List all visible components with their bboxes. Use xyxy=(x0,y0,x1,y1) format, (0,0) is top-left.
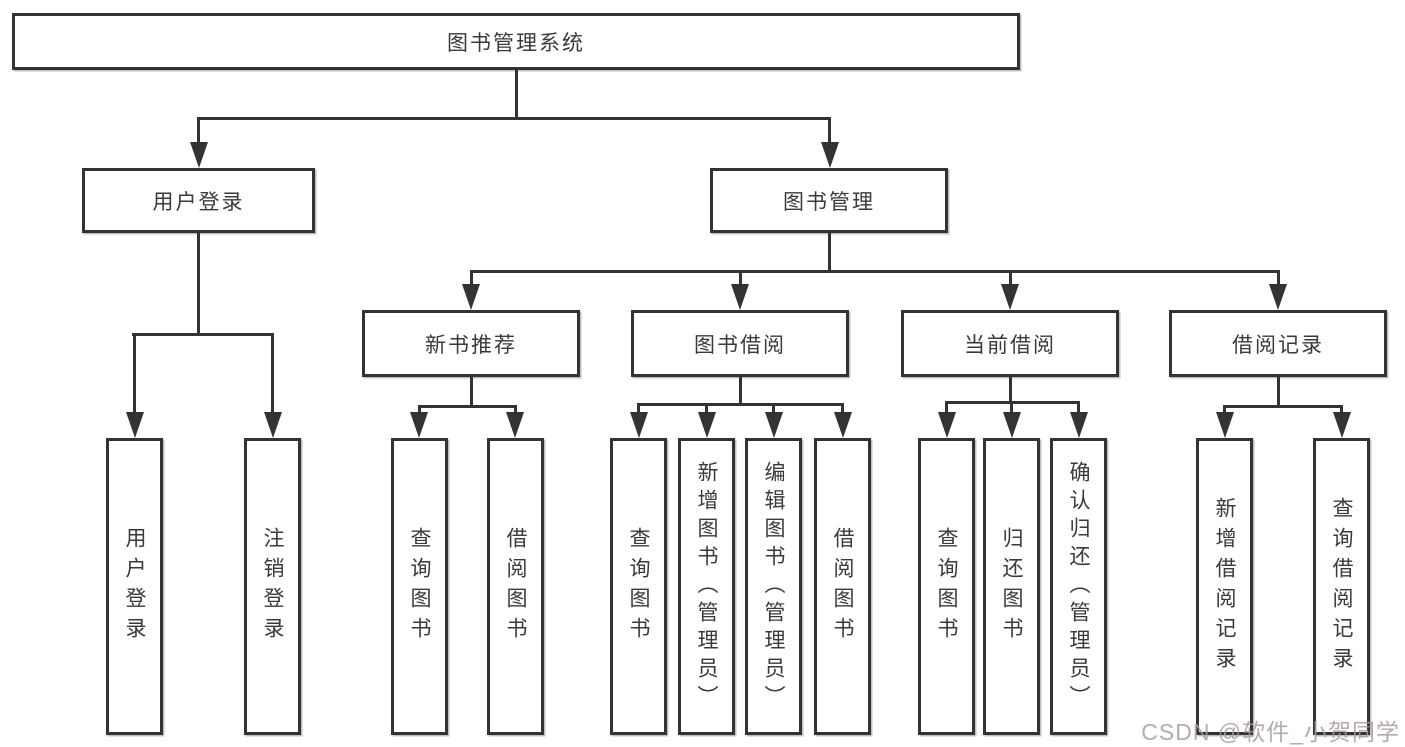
node-label: 新书推荐 xyxy=(425,333,517,357)
connector-line xyxy=(469,377,473,408)
node-label: 新增借阅记录 xyxy=(1213,496,1236,677)
connector-line xyxy=(417,405,517,408)
connector-line xyxy=(1008,377,1012,404)
arrow-down-icon xyxy=(629,412,648,438)
node-edit-books-admin: 编辑图书（管理员） xyxy=(745,438,802,735)
node-query-books-recommend: 查询图书 xyxy=(391,438,448,735)
connector-line xyxy=(1340,405,1343,415)
node-label: 当前借阅 xyxy=(964,333,1056,357)
arrow-down-icon xyxy=(125,412,144,438)
node-label: 借阅图书 xyxy=(831,526,854,647)
node-label: 借阅记录 xyxy=(1232,333,1324,357)
node-user-login-leaf: 用户登录 xyxy=(106,438,163,735)
connector-line xyxy=(841,403,844,415)
csdn-watermark: CSDN @软件_小贺同学 xyxy=(1141,719,1400,745)
arrow-down-icon xyxy=(697,412,716,438)
connector-line xyxy=(1276,377,1280,408)
node-label: 用户登录 xyxy=(123,526,146,647)
node-label: 查询图书 xyxy=(935,526,958,647)
node-add-books-admin: 新增图书（管理员） xyxy=(678,438,735,735)
arrow-down-icon xyxy=(1215,412,1234,438)
node-root-library-system: 图书管理系统 xyxy=(12,13,1020,70)
arrow-down-icon xyxy=(1332,412,1351,438)
arrow-down-icon xyxy=(1001,284,1019,310)
arrow-down-icon xyxy=(764,412,783,438)
connector-line xyxy=(828,117,831,144)
connector-line xyxy=(705,403,708,415)
arrow-down-icon xyxy=(462,284,480,310)
node-return-books: 归还图书 xyxy=(983,438,1040,735)
connector-line xyxy=(197,117,200,144)
arrow-down-icon xyxy=(820,142,839,168)
connector-line xyxy=(827,233,831,272)
connector-line xyxy=(772,403,775,415)
connector-line xyxy=(197,233,200,336)
node-book-management: 图书管理 xyxy=(710,168,948,233)
connector-line xyxy=(1276,270,1280,287)
arrow-down-icon xyxy=(1069,412,1088,438)
connector-line xyxy=(1223,405,1343,408)
connector-line xyxy=(417,405,421,415)
connector-line xyxy=(197,117,831,120)
node-label: 编辑图书（管理员） xyxy=(762,460,785,713)
connector-line xyxy=(1008,270,1012,287)
node-label: 新增图书（管理员） xyxy=(695,460,718,713)
connector-line xyxy=(515,70,518,118)
node-user-login: 用户登录 xyxy=(82,168,315,233)
node-current-borrowing: 当前借阅 xyxy=(901,310,1119,377)
node-label: 查询图书 xyxy=(408,526,431,647)
connector-line xyxy=(1223,405,1226,415)
node-label: 用户登录 xyxy=(152,190,245,214)
node-borrow-records: 借阅记录 xyxy=(1169,310,1387,377)
node-label: 借阅图书 xyxy=(504,526,527,647)
connector-line xyxy=(1010,401,1013,415)
arrow-down-icon xyxy=(410,412,428,438)
connector-line xyxy=(271,333,274,413)
arrow-down-icon xyxy=(189,142,208,168)
node-new-book-recommend: 新书推荐 xyxy=(362,310,580,377)
connector-line xyxy=(637,403,844,406)
connector-line xyxy=(133,333,136,413)
connector-line xyxy=(637,403,640,415)
connector-line xyxy=(469,270,1280,273)
connector-line xyxy=(513,405,517,415)
connector-line xyxy=(738,270,742,287)
node-logout: 注销登录 xyxy=(244,438,301,735)
node-label: 图书借阅 xyxy=(694,333,786,357)
node-label: 图书管理系统 xyxy=(447,31,585,55)
connector-line xyxy=(738,377,742,406)
node-label: 注销登录 xyxy=(261,526,284,647)
node-add-borrow-record: 新增借阅记录 xyxy=(1196,438,1253,735)
connector-line xyxy=(132,333,274,336)
arrow-down-icon xyxy=(833,412,852,438)
node-label: 查询借阅记录 xyxy=(1330,496,1353,677)
arrow-down-icon xyxy=(506,412,524,438)
connector-line xyxy=(945,401,948,415)
node-label: 确认归还（管理员） xyxy=(1067,460,1090,713)
node-label: 查询图书 xyxy=(627,526,650,647)
node-label: 归还图书 xyxy=(1000,526,1023,647)
node-query-books-borrowing: 查询图书 xyxy=(610,438,667,735)
node-query-books-current: 查询图书 xyxy=(918,438,975,735)
node-confirm-return-admin: 确认归还（管理员） xyxy=(1050,438,1107,735)
node-borrow-books: 借阅图书 xyxy=(814,438,871,735)
connector-line xyxy=(1077,401,1080,415)
node-borrow-books-recommend: 借阅图书 xyxy=(487,438,544,735)
connector-line xyxy=(469,270,473,287)
node-label: 图书管理 xyxy=(783,190,875,214)
node-query-borrow-record: 查询借阅记录 xyxy=(1313,438,1370,735)
node-book-borrowing: 图书借阅 xyxy=(631,310,849,377)
arrow-down-icon xyxy=(263,412,282,438)
arrow-down-icon xyxy=(1269,284,1287,310)
arrow-down-icon xyxy=(731,284,749,310)
arrow-down-icon xyxy=(1002,412,1021,438)
arrow-down-icon xyxy=(937,412,956,438)
